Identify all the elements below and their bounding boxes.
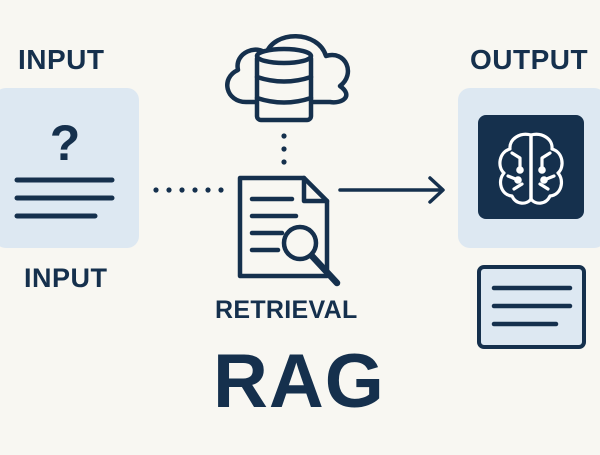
arrow-right-icon bbox=[338, 176, 445, 204]
input-panel bbox=[0, 88, 139, 248]
text-card-icon bbox=[477, 265, 586, 349]
brain-circuit-icon bbox=[498, 132, 564, 205]
input-label-top: INPUT bbox=[18, 44, 105, 75]
document-search-icon bbox=[237, 175, 341, 287]
question-icon: ? bbox=[50, 115, 81, 171]
input-text-lines bbox=[14, 177, 115, 219]
output-label: OUTPUT bbox=[470, 44, 589, 75]
dotted-connector-horizontal bbox=[153, 187, 224, 193]
dotted-connector-vertical bbox=[281, 133, 287, 165]
cloud-database-icon bbox=[225, 34, 351, 123]
input-label-bottom: INPUT bbox=[24, 263, 108, 293]
retrieval-label: RETRIEVAL bbox=[215, 296, 358, 324]
diagram-title: RAG bbox=[213, 339, 385, 424]
